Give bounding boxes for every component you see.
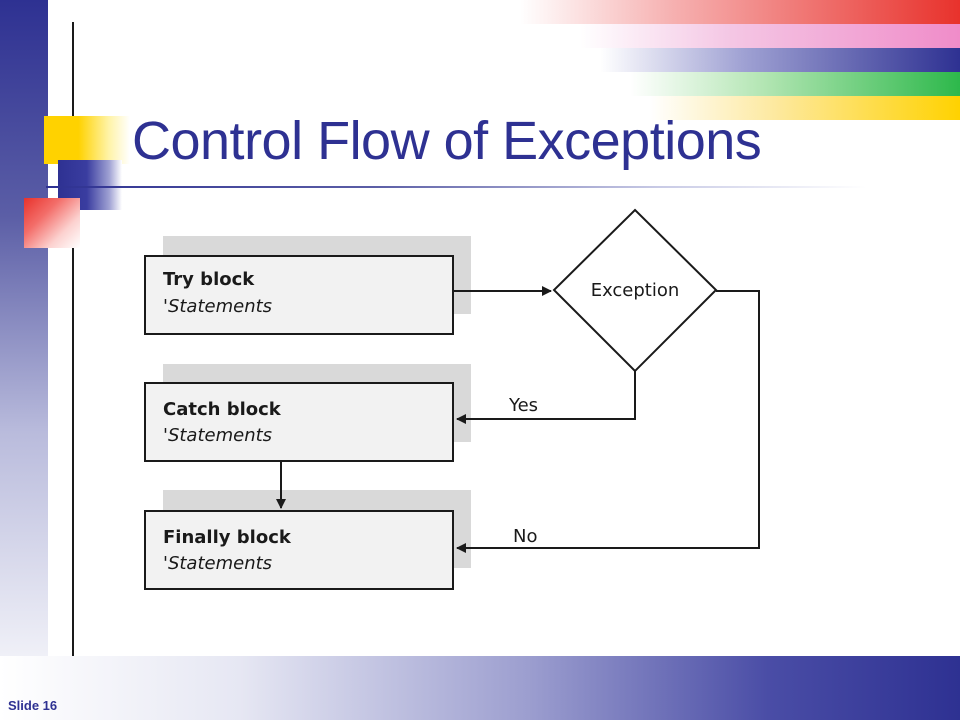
edge-no-to-finally [456,290,760,553]
try-block-node: Try block 'Statements [144,236,471,335]
slide-title: Control Flow of Exceptions [132,111,762,171]
finally-block-body: 'Statements [163,553,272,574]
title-underline [46,186,866,188]
catch-block-box [144,382,454,462]
try-block-title: Try block [163,269,255,290]
decor-stripe-yellow [650,96,960,120]
try-block-box [144,255,454,335]
finally-block-node: Finally block 'Statements [144,490,471,590]
slide-number: Slide 16 [8,698,58,713]
catch-block-body: 'Statements [163,425,272,446]
edge-no-label: No [513,526,537,547]
decor-stripe-pink [580,24,960,48]
left-decor-band [0,0,48,720]
decor-square-yellow [44,116,130,164]
edge-yes-label: Yes [508,395,538,416]
decor-vertical-line [72,22,74,662]
exception-decision-node: Exception [552,208,718,373]
finally-block-box [144,510,454,590]
decor-stripe-red [520,0,960,24]
catch-block-title: Catch block [163,399,282,420]
decision-label: Exception [591,280,680,301]
decor-square-red [24,198,80,248]
finally-block-title: Finally block [163,527,292,548]
decor-stripe-blue [600,48,960,72]
bottom-decor-band [0,656,960,720]
edge-yes-to-catch [456,371,636,424]
decor-stripe-green [630,72,960,96]
try-block-body: 'Statements [163,296,272,317]
catch-block-node: Catch block 'Statements [144,364,471,462]
